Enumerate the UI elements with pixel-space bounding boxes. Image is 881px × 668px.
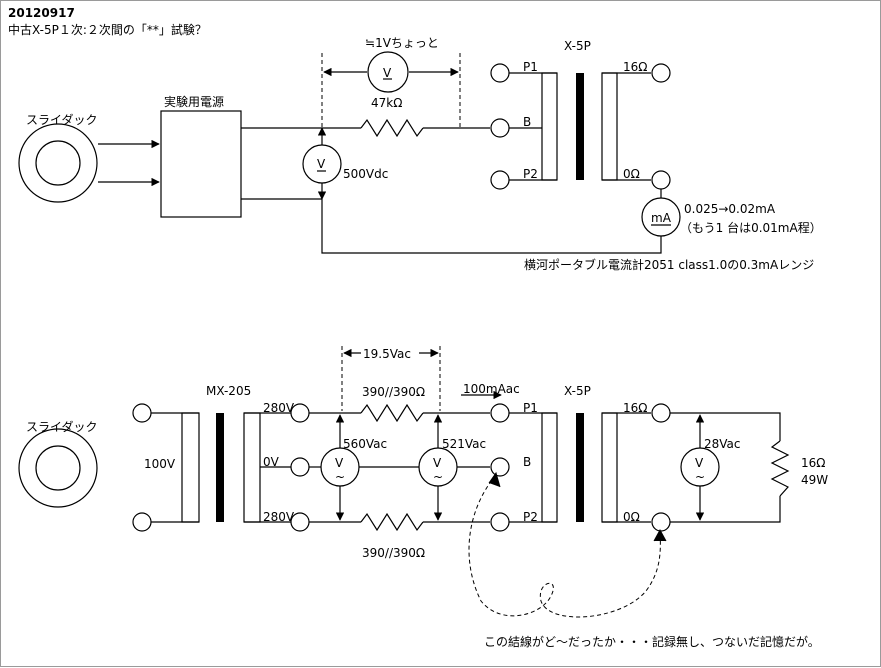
load-watt-label: 49W	[801, 473, 828, 487]
x5p-label-p2: P2	[523, 510, 538, 524]
resistor-top-symbol	[360, 403, 424, 423]
voltmeter-left-v: V	[335, 456, 344, 470]
voltmeter-sec-v: V	[695, 456, 704, 470]
input-terminal-bottom	[132, 512, 152, 532]
x5p-terminal-p2	[490, 512, 510, 532]
sec-voltage-label: 28Vac	[704, 437, 741, 451]
mx-terminal-0v	[290, 457, 310, 477]
terminal-p2	[490, 170, 510, 190]
secondary-winding	[601, 72, 618, 181]
current-note: （もう1 台は0.01mA程）	[680, 220, 822, 235]
x5p-label: X-5P	[564, 384, 591, 398]
date-title: 20120917	[8, 6, 75, 20]
resistor-47k-symbol	[360, 118, 424, 138]
slidac-symbol-2	[18, 428, 98, 508]
primary-winding	[541, 72, 558, 181]
v-left-label: 560Vac	[343, 437, 387, 451]
terminal-0ohm	[651, 170, 671, 190]
dc-voltmeter-v: V	[317, 157, 326, 171]
resistor-bottom-label: 390//390Ω	[362, 546, 425, 560]
slidac-symbol	[18, 123, 98, 203]
mx-terminal-280-bottom	[290, 512, 310, 532]
power-supply-box	[160, 110, 242, 218]
diff-voltage-label: 19.5Vac	[363, 347, 411, 361]
resistor-47k-label: 47kΩ	[371, 96, 402, 110]
voltmeter-approx	[367, 51, 409, 93]
footnote: この結線がど〜だったか・・・記録無し、つないだ記憶だが。	[484, 634, 820, 649]
x5p-label-p1: P1	[523, 401, 538, 415]
x5p-primary-winding	[541, 412, 558, 523]
meter-approx-label: ≒1Vちょっと	[365, 36, 439, 50]
ammeter-note: 横河ポータブル電流計2051 class1.0の0.3mAレンジ	[524, 257, 814, 272]
resistor-bottom-symbol	[360, 512, 424, 532]
current-reading: 0.025→0.02mA	[684, 202, 776, 216]
mx205-label: MX-205	[206, 384, 251, 398]
tap-280v-bottom: 280V	[263, 510, 295, 524]
tap-0v: 0V	[263, 455, 280, 469]
ac-tilde-right: ~	[433, 470, 443, 484]
ac-tilde-sec: ~	[695, 470, 705, 484]
mx205-primary	[181, 412, 200, 523]
x5p-terminal-p1	[490, 403, 510, 423]
mx205-secondary	[243, 412, 261, 523]
return-wire	[321, 199, 662, 254]
x5p-terminal-0ohm	[651, 512, 671, 532]
current-label: 100mAac	[463, 382, 520, 396]
transformer-core	[576, 73, 584, 180]
diagram-ac-test: スライダック 100V MX-205 280V 0V 280V 390//390…	[18, 346, 828, 649]
input-terminal-top	[132, 403, 152, 423]
uncertain-connection-curve	[468, 474, 661, 618]
diagram-dc-test: スライダック 実験用電源 47kΩ V ≒1Vちょっと V 500Vdc	[18, 36, 822, 272]
voltmeter-approx-v: V	[383, 66, 392, 80]
ammeter-ma: mA	[651, 211, 672, 225]
terminal-p1	[490, 63, 510, 83]
terminal-16ohm	[651, 63, 671, 83]
x5p-terminal-16ohm	[651, 403, 671, 423]
dc-voltage-label: 500Vdc	[343, 167, 388, 181]
x5p-label-16ohm: 16Ω	[623, 401, 647, 415]
x5p-terminal-b	[490, 457, 510, 477]
tap-280v-top: 280V	[263, 401, 295, 415]
v-right-label: 521Vac	[442, 437, 486, 451]
x5p-label-b: B	[523, 455, 531, 469]
slidac-label: スライダック	[26, 112, 98, 127]
load-resistor-symbol	[770, 440, 790, 497]
label-p1: P1	[523, 60, 538, 74]
label-0ohm: 0Ω	[623, 167, 640, 181]
x5p-secondary-winding	[601, 412, 618, 523]
x5p-label-0ohm: 0Ω	[623, 510, 640, 524]
power-supply-label: 実験用電源	[164, 94, 224, 109]
label-p2: P2	[523, 167, 538, 181]
transformer-label: X-5P	[564, 39, 591, 53]
load-ohm-label: 16Ω	[801, 456, 825, 470]
x5p-core	[576, 413, 584, 522]
input-voltage-label: 100V	[144, 457, 176, 471]
page-subtitle: 中古X-5P１次:２次間の「**」試験？	[8, 22, 207, 37]
label-b: B	[523, 115, 531, 129]
voltmeter-right-v: V	[433, 456, 442, 470]
terminal-b	[490, 118, 510, 138]
slidac-label-2: スライダック	[26, 419, 98, 434]
ac-tilde-left: ~	[335, 470, 345, 484]
mx-terminal-280-top	[290, 403, 310, 423]
ammeter	[641, 197, 681, 237]
label-16ohm: 16Ω	[623, 60, 647, 74]
resistor-top-label: 390//390Ω	[362, 385, 425, 399]
mx205-core	[216, 413, 224, 522]
